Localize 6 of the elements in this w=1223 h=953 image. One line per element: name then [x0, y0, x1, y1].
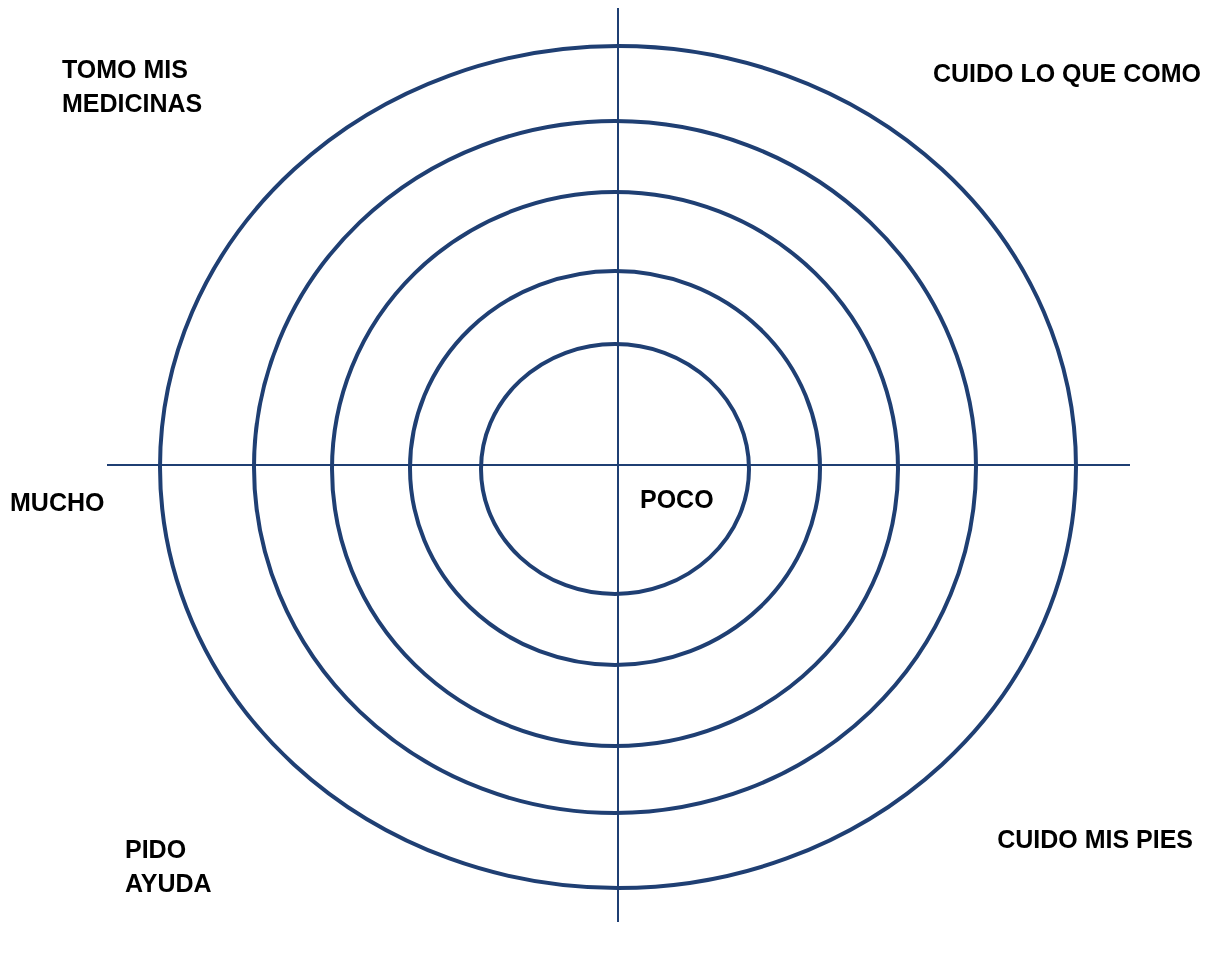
- quadrant-label: PIDO AYUDA: [125, 834, 213, 899]
- scale-label: POCO: [640, 484, 714, 515]
- quadrant-label: CUIDO MIS PIES: [997, 824, 1193, 855]
- scale-label: MUCHO: [10, 487, 105, 518]
- quadrant-label: CUIDO LO QUE COMO: [932, 58, 1201, 89]
- quadrant-label: TOMO MIS MEDICINAS: [62, 54, 204, 119]
